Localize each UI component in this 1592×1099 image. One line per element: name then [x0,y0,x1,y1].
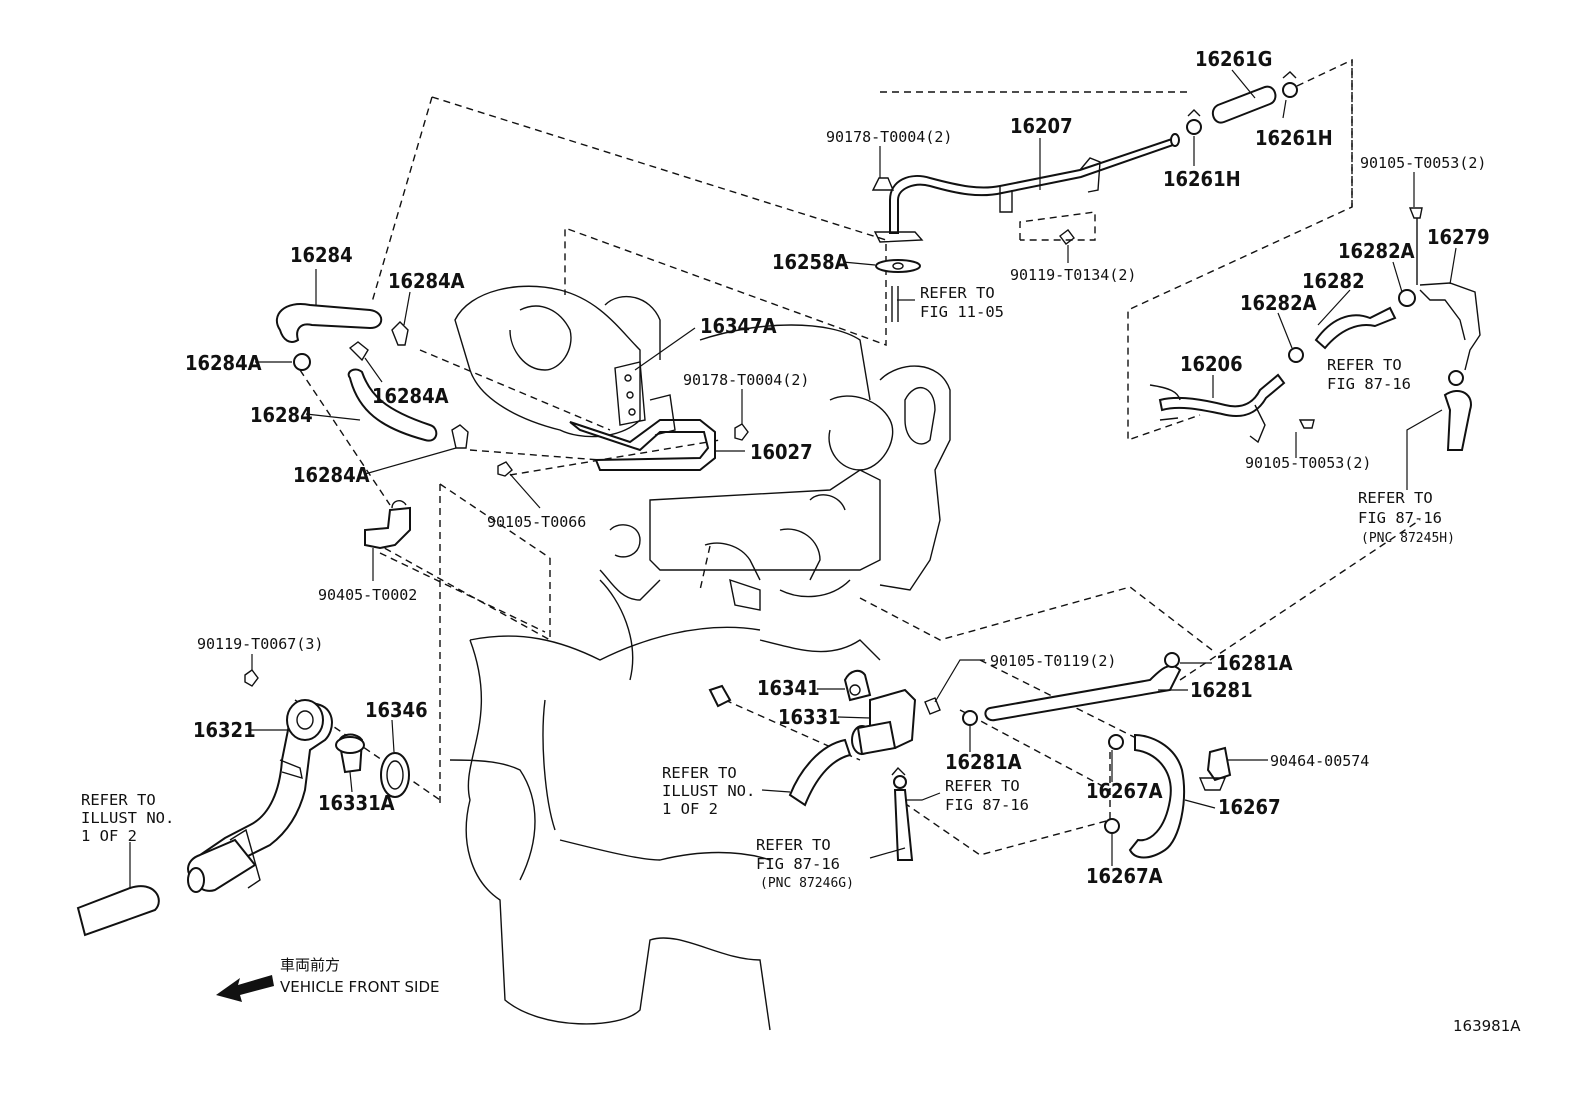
reference-labels: REFER TO FIG 11-05 REFER TO FIG 87-16 RE… [81,284,1455,891]
label-16347A[interactable]: 16347A [700,314,777,338]
ref-fig8716-right-line1[interactable]: REFER TO [1327,356,1402,374]
ref-fig1105-line2[interactable]: FIG 11-05 [920,303,1004,321]
label-90105-T0119[interactable]: 90105-T0119(2) [990,652,1116,670]
outlet-16321-group [76,669,410,937]
ref-fig8716-pnc-line3[interactable]: (PNC 87245H) [1361,531,1455,546]
ref-fig8716-center-line1[interactable]: REFER TO [945,777,1020,795]
figure-id: 163981A [1453,1017,1521,1035]
label-16346[interactable]: 16346 [365,698,428,722]
label-16284A-4[interactable]: 16284A [293,463,370,487]
label-16331A[interactable]: 16331A [318,791,395,815]
vehicle-front-jp: 車両前方 [280,956,340,974]
label-90105-T0053-top[interactable]: 90105-T0053(2) [1360,154,1486,172]
hose-16267-group [1104,733,1232,859]
label-16267A-lower[interactable]: 16267A [1086,864,1163,888]
label-16321[interactable]: 16321 [193,718,256,742]
label-16207[interactable]: 16207 [1010,114,1073,138]
label-16284-lower[interactable]: 16284 [250,403,313,427]
housing-16331-group [708,652,1182,861]
label-16267A-upper[interactable]: 16267A [1086,779,1163,803]
label-90178-T0004-b[interactable]: 90178-T0004(2) [683,371,809,389]
ref-illust-center-line1[interactable]: REFER TO [662,764,737,782]
ref-fig8716-bottom-line3[interactable]: (PNC 87246G) [760,876,854,891]
label-16341[interactable]: 16341 [757,676,820,700]
label-90105-T0066[interactable]: 90105-T0066 [487,513,586,531]
label-90119-T0067[interactable]: 90119-T0067(3) [197,635,323,653]
ref-illust-left-line3[interactable]: 1 OF 2 [81,827,137,845]
pipe-16027 [497,361,749,477]
ref-fig8716-center-line2[interactable]: FIG 87-16 [945,796,1029,814]
label-16206[interactable]: 16206 [1180,352,1243,376]
label-90178-T0004[interactable]: 90178-T0004(2) [826,128,952,146]
label-90105-T0053-bottom[interactable]: 90105-T0053(2) [1245,454,1371,472]
ref-illust-left-line1[interactable]: REFER TO [81,791,156,809]
label-16284-upper[interactable]: 16284 [290,243,353,267]
label-16281A-lower[interactable]: 16281A [945,750,1022,774]
label-16281A-upper[interactable]: 16281A [1216,651,1293,675]
label-90119-T0134[interactable]: 90119-T0134(2) [1010,266,1136,284]
ref-illust-center-line2[interactable]: ILLUST NO. [662,782,755,800]
label-16279[interactable]: 16279 [1427,225,1490,249]
label-16281[interactable]: 16281 [1190,678,1253,702]
label-16331[interactable]: 16331 [778,705,841,729]
ref-fig8716-pnc-line1[interactable]: REFER TO [1358,489,1433,507]
pipe-16206-group [1149,207,1481,451]
label-16282A-lower[interactable]: 16282A [1240,291,1317,315]
hose-16284-group [275,303,469,550]
pipe-16207 [871,133,1180,322]
leader-lines [129,69,1457,888]
vehicle-front-arrow-icon [216,975,274,1002]
engine-block-outline [449,285,951,1031]
ref-illust-left-line2[interactable]: ILLUST NO. [81,809,174,827]
vehicle-front-en: VEHICLE FRONT SIDE [280,978,440,996]
label-90464-00574[interactable]: 90464-00574 [1270,752,1369,770]
hose-16261G [1186,71,1298,135]
label-90405-T0002[interactable]: 90405-T0002 [318,586,417,604]
label-16284A-3[interactable]: 16284A [372,384,449,408]
label-16261H-lower[interactable]: 16261H [1163,167,1241,191]
part-labels: 16261G 16261H 16261H 16207 90178-T0004(2… [185,47,1490,888]
label-16261H-upper[interactable]: 16261H [1255,126,1333,150]
ref-fig8716-pnc-line2[interactable]: FIG 87-16 [1358,509,1442,527]
label-16282[interactable]: 16282 [1302,269,1365,293]
label-16258A[interactable]: 16258A [772,250,849,274]
ref-fig8716-bottom-line2[interactable]: FIG 87-16 [756,855,840,873]
ref-fig1105-line1[interactable]: REFER TO [920,284,995,302]
label-16267[interactable]: 16267 [1218,795,1281,819]
label-16282A-upper[interactable]: 16282A [1338,239,1415,263]
ref-fig8716-right-line2[interactable]: FIG 87-16 [1327,375,1411,393]
label-16027[interactable]: 16027 [750,440,813,464]
label-16284A-2[interactable]: 16284A [185,351,262,375]
ref-illust-center-line3[interactable]: 1 OF 2 [662,800,718,818]
ref-fig8716-bottom-line1[interactable]: REFER TO [756,836,831,854]
label-16261G[interactable]: 16261G [1195,47,1272,71]
label-16284A-1[interactable]: 16284A [388,269,465,293]
